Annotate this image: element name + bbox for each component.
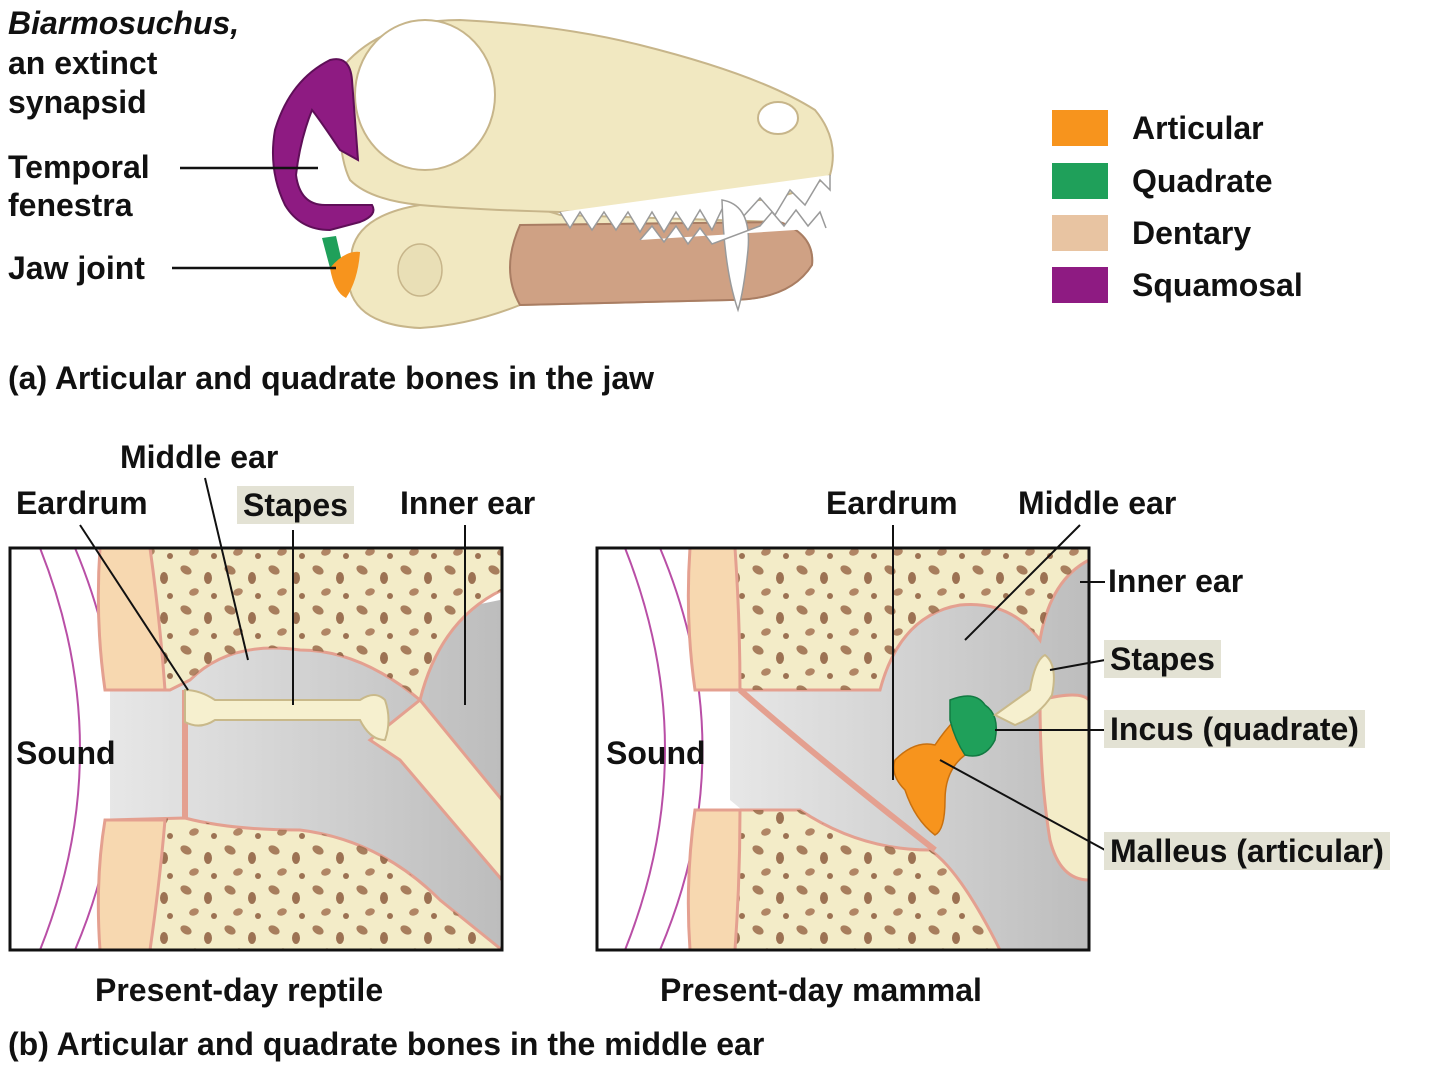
upper-teeth [559,175,831,234]
species-desc-line2: synapsid [8,84,147,120]
mammal-label-incus: Incus (quadrate) [1104,710,1365,748]
caption-reptile: Present-day reptile [95,972,384,1008]
mammal-label-stapes: Stapes [1104,640,1221,678]
label-temporal-line1: Temporal [8,149,150,185]
mammal-label-sound: Sound [606,735,706,771]
reptile-label-eardrum: Eardrum [16,485,148,521]
label-jaw-joint: Jaw joint [8,250,145,286]
legend-swatch-quadrate [1052,163,1108,199]
skull-illustration [272,18,834,330]
caption-part-b: (b) Articular and quadrate bones in the … [8,1026,765,1062]
quadrate-bone [322,236,342,268]
caption-part-a: (a) Articular and quadrate bones in the … [8,360,655,396]
mammal-label-eardrum: Eardrum [826,485,958,521]
mammal-incus [949,695,997,757]
label-temporal-line2: fenestra [8,187,133,223]
lower-teeth [639,208,827,246]
reptile-ear-illustration [8,546,504,952]
legend-label: Dentary [1132,214,1252,251]
legend-label: Articular [1132,109,1264,146]
canine-tooth [721,199,750,313]
legend-item-squamosal: Squamosal [1052,265,1303,305]
articular-bone [330,251,360,298]
legend-item-dentary: Dentary [1052,213,1251,253]
mammal-malleus [893,719,970,836]
legend-swatch-squamosal [1052,267,1108,303]
reptile-stapes [184,688,390,742]
legend-item-quadrate: Quadrate [1052,161,1272,201]
nostril [757,101,799,135]
mammal-label-inner-ear: Inner ear [1108,563,1244,599]
mammal-label-malleus: Malleus (articular) [1104,832,1390,870]
dentary-bone [509,220,814,307]
legend-label: Squamosal [1132,266,1303,303]
legend-item-articular: Articular [1052,108,1264,148]
mammal-label-middle-ear: Middle ear [1018,485,1177,521]
legend-swatch-articular [1052,110,1108,146]
species-desc-line1: an extinct [8,45,158,81]
reptile-label-sound: Sound [16,735,116,771]
orbit [354,19,496,171]
reptile-label-stapes: Stapes [237,486,354,524]
legend-swatch-dentary [1052,215,1108,251]
species-name: Biarmosuchus, [8,5,240,41]
squamosal-bone [272,58,375,232]
reptile-label-inner-ear: Inner ear [400,485,536,521]
mammal-ear-illustration [595,546,1091,952]
reptile-label-middle-ear: Middle ear [120,439,279,475]
caption-mammal: Present-day mammal [660,972,982,1008]
legend-label: Quadrate [1132,162,1273,199]
